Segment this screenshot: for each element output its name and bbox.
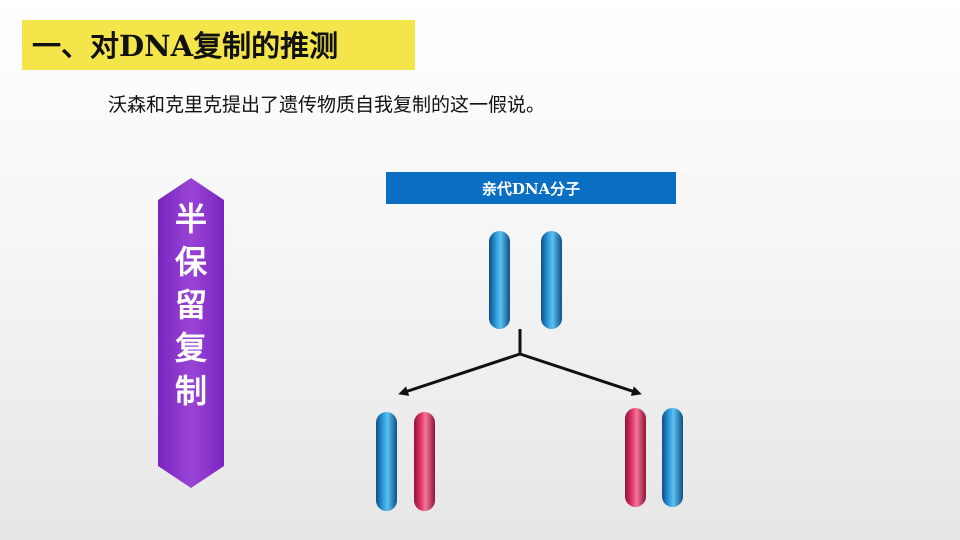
intro-text: 沃森和克里克提出了遗传物质自我复制的这一假说。 bbox=[108, 94, 546, 116]
side-char: 保 bbox=[174, 243, 207, 281]
arrow-left bbox=[398, 352, 521, 396]
parent-strand-left bbox=[489, 231, 510, 329]
side-label-banner bbox=[158, 178, 224, 488]
side-char: 复 bbox=[174, 329, 207, 367]
side-char: 留 bbox=[174, 286, 207, 324]
side-char: 半 bbox=[174, 200, 207, 238]
daughter-left-old-strand bbox=[376, 412, 397, 511]
page-title: 一、对DNA复制的推测 bbox=[32, 29, 339, 63]
parent-dna-label: 亲代DNA分子 bbox=[386, 172, 676, 204]
side-char: 制 bbox=[174, 372, 207, 410]
title-highlight bbox=[22, 20, 415, 70]
daughter-left-new-strand bbox=[414, 412, 435, 511]
parent-strand-right bbox=[541, 231, 562, 329]
daughter-right-new-strand bbox=[625, 408, 646, 507]
arrow-right bbox=[519, 352, 642, 396]
side-label-text: 半 保 留 复 制 bbox=[158, 198, 224, 413]
daughter-right-old-strand bbox=[662, 408, 683, 507]
